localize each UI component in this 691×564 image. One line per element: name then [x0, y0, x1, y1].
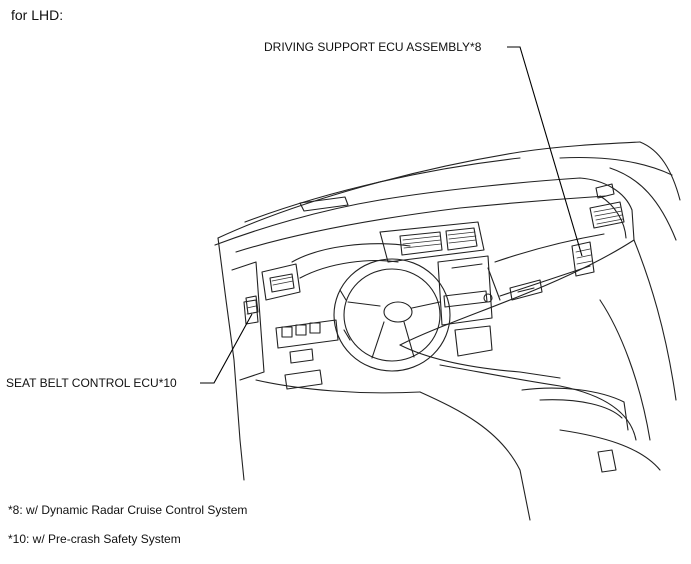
- diagram-heading: for LHD:: [11, 7, 64, 23]
- driving-support-ecu-label: DRIVING SUPPORT ECU ASSEMBLY*8: [264, 40, 482, 54]
- seat-belt-ecu-leader: [200, 313, 253, 384]
- seat-belt-ecu-icon: [243, 299, 259, 325]
- floor-and-seat: [419, 239, 677, 521]
- seat-belt-control-ecu-label: SEAT BELT CONTROL ECU*10: [6, 376, 177, 390]
- driving-support-ecu-leader: [507, 46, 583, 257]
- left-dash-panel: [217, 237, 421, 481]
- center-console: [379, 221, 637, 441]
- footnote-8: *8: w/ Dynamic Radar Cruise Control Syst…: [8, 503, 248, 517]
- footnote-10: *10: w/ Pre-crash Safety System: [8, 532, 181, 546]
- windshield-outline: [217, 141, 681, 241]
- dashboard-body: [214, 177, 635, 346]
- steering-wheel: [291, 243, 451, 372]
- driving-support-ecu-icon: [571, 241, 595, 277]
